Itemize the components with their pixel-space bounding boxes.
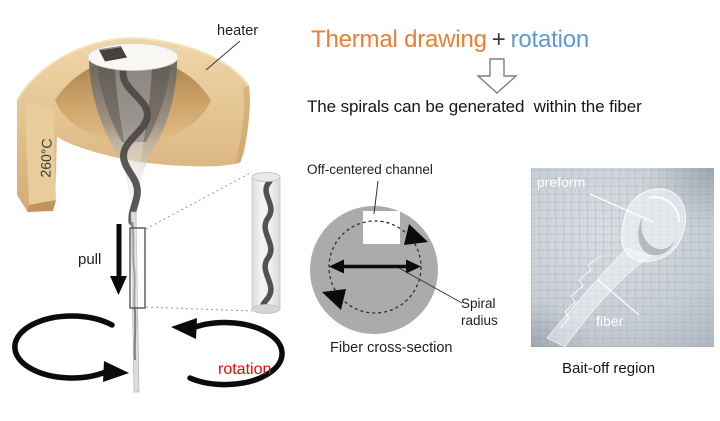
photo-caption: Bait-off region (562, 360, 656, 377)
preform-illustration (87, 43, 179, 393)
spiral-path-dashed-circle (328, 220, 422, 314)
off-centered-channel-label: Off-centered channel (307, 162, 433, 177)
rotation-label: rotation (218, 361, 272, 378)
title-rotation: rotation (510, 26, 590, 53)
figure-title: Thermal drawing+rotation (311, 26, 589, 54)
photo-preform-highlight (648, 196, 680, 223)
spiral-radius-label: Spiral radius (461, 296, 498, 330)
channel-opening-bevel (98, 45, 122, 51)
photo-fiber-spiral-glints (560, 255, 602, 329)
title-thermal-drawing: Thermal drawing (311, 26, 487, 53)
photo-fiber-taper (546, 247, 652, 347)
rotation-arrows-icon (12, 313, 285, 388)
cross-section-caption: Fiber cross-section (330, 340, 453, 356)
leader-dotted-top (145, 171, 253, 230)
down-block-arrow-icon (476, 58, 518, 94)
photo-overlay (546, 188, 686, 347)
photo-preform-blob (621, 188, 686, 262)
spiral-direction-arrowhead-bottom (322, 289, 346, 310)
fiber-cross-section-diagram (310, 180, 463, 334)
channel-pointer-line (373, 180, 379, 215)
cylinder-spiral-wave (260, 178, 274, 310)
leader-dotted-bottom (145, 306, 253, 312)
title-plus-sign: + (491, 26, 506, 53)
heater-pointer-line (205, 40, 241, 71)
heater-label: heater (217, 23, 259, 39)
spiral-direction-arrowhead-top (404, 224, 428, 245)
spiral-radius-pointer-line (398, 267, 463, 304)
photo-fiber-label: fiber (596, 313, 624, 329)
spiral-ribbon (119, 59, 151, 226)
photo-preform-inner-shadow (638, 216, 675, 256)
figure-subtitle: The spirals can be generated within the … (307, 97, 642, 116)
channel-opening-square (99, 46, 127, 62)
preform-center-sheen (115, 60, 152, 182)
bait-off-photo (531, 168, 714, 347)
preform-top-surface (87, 43, 179, 71)
spiral-radius-line1: Spiral (461, 296, 496, 311)
heater-top-rim-highlight (16, 36, 250, 101)
heater-cut-face (25, 102, 56, 205)
magnified-fiber-cylinder (251, 172, 281, 314)
photo-preform-label: preform (537, 174, 586, 190)
magnified-section-box (129, 227, 146, 309)
off-centered-channel-square (363, 211, 400, 244)
heater-cut-foot (27, 200, 56, 212)
fiber-inner-wave (131, 221, 137, 361)
heater-right-edge-shade (235, 86, 250, 163)
fiber-annotation-line (597, 279, 640, 316)
spiral-diameter-arrow (329, 259, 421, 274)
pull-label: pull (78, 251, 102, 268)
preform-core-shadow (97, 60, 171, 142)
spiral-radius-line2: radius (461, 312, 498, 328)
pull-arrow-icon (110, 224, 127, 295)
preform-annotation-line (589, 193, 654, 223)
